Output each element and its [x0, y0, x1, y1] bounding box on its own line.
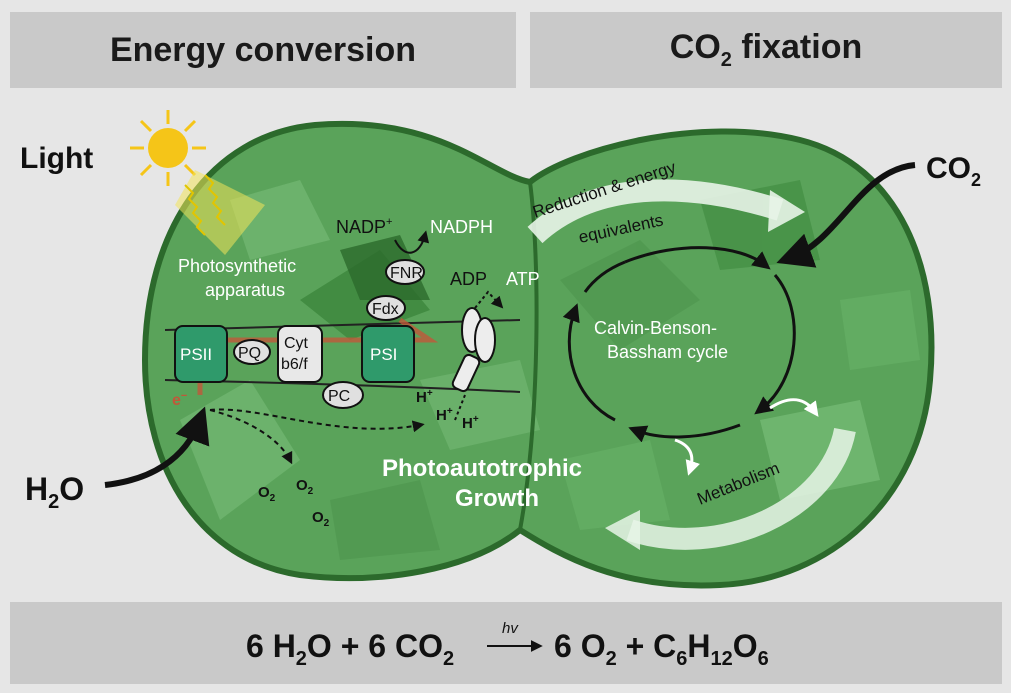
- light-label: Light: [20, 142, 93, 175]
- metabolism-branch-arrow-2: [769, 398, 819, 417]
- hplus-label-3: H+: [462, 414, 479, 432]
- atp-synthase-icon: [451, 307, 496, 393]
- o2-label-1: O2: [258, 484, 276, 504]
- calvin-label-line2: Bassham cycle: [607, 342, 728, 362]
- proton-dashed-arrow: [209, 408, 425, 433]
- equation-hv-label: hv: [502, 620, 519, 637]
- psi-complex: [361, 325, 415, 383]
- atp-synthase-dashed: [454, 394, 466, 421]
- cyt-label-line2: b6/f: [281, 356, 308, 373]
- reduction-energy-arrowhead: [768, 190, 805, 232]
- equation-box: [10, 602, 1002, 684]
- oxygen-dashed-arrow: [209, 409, 293, 465]
- photosynthetic-label-line2: apparatus: [205, 280, 285, 300]
- nadph-label: NADPH: [430, 217, 493, 237]
- cyt-b6f-complex: [277, 325, 323, 383]
- fnr-enzyme: [385, 259, 425, 285]
- header-co2-fixation-label: CO2 fixation: [669, 28, 863, 71]
- pq-label: PQ: [238, 345, 261, 362]
- photosynthesis-equation: 6 H2O + 6 CO2 hv 6 O2 + C6H12O6: [246, 620, 769, 670]
- equation-products: 6 O2 + C6H12O6: [554, 628, 769, 670]
- psii-label: PSII: [180, 345, 212, 364]
- hplus-label-1: H+: [416, 388, 433, 406]
- o2-label-3: O2: [312, 509, 330, 529]
- co2-label: CO2: [926, 152, 981, 190]
- header-energy-conversion-label: Energy conversion: [109, 30, 417, 69]
- reduction-energy-arrow: [527, 179, 784, 244]
- photosynthetic-label-line1: Photosynthetic: [178, 256, 296, 276]
- metabolism-arrowhead: [605, 510, 640, 550]
- growth-label-line2: Growth: [455, 485, 539, 512]
- h2o-arrow: [104, 406, 210, 488]
- fdx-carrier: [366, 295, 406, 321]
- calvin-label-line1: Calvin-Benson-: [594, 318, 717, 338]
- pc-carrier: [322, 381, 364, 409]
- co2-arrow: [776, 162, 916, 268]
- light-beam-icon: [175, 170, 265, 255]
- growth-label-line1: Photoautotrophic: [382, 455, 582, 482]
- equation-reactants: 6 H2O + 6 CO2: [246, 628, 454, 670]
- fdx-label: Fdx: [372, 301, 399, 318]
- atp-arrow: [474, 290, 504, 309]
- psi-label: PSI: [370, 345, 397, 364]
- header-energy-conversion: Energy conversion: [10, 12, 516, 88]
- nadp-label: NADP+: [336, 216, 392, 237]
- fnr-label: FNR: [390, 265, 423, 282]
- psii-complex: [174, 325, 228, 383]
- metabolism-arrow: [626, 427, 856, 550]
- atp-label: ATP: [506, 269, 540, 289]
- cyt-label-line1: Cyt: [284, 335, 309, 352]
- electron-label: e−: [172, 390, 187, 409]
- hplus-label-2: H+: [436, 406, 453, 424]
- pc-label: PC: [328, 388, 350, 405]
- h2o-label: H2O: [25, 471, 84, 513]
- o2-label-2: O2: [296, 477, 314, 497]
- header-co2-fixation: CO2 fixation: [530, 12, 1002, 88]
- pq-carrier: [233, 339, 271, 365]
- adp-label: ADP: [450, 269, 487, 289]
- sun-icon: [130, 110, 206, 186]
- metabolism-branch-arrow-1: [674, 438, 700, 476]
- nadp-arrow: [394, 230, 430, 254]
- calvin-cycle: [562, 246, 796, 443]
